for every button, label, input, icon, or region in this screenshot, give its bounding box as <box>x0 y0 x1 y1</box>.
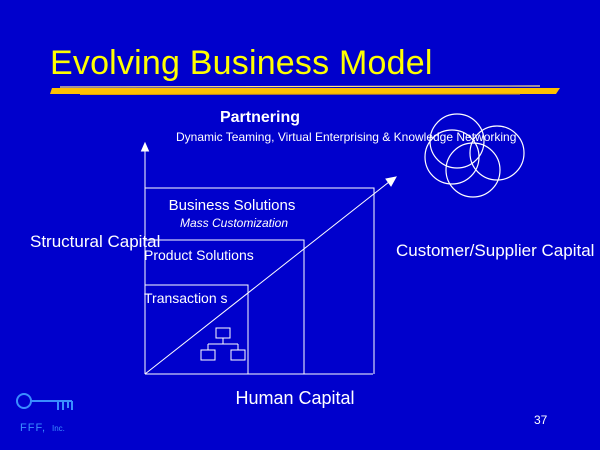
key-logo: FFF, Inc. <box>16 393 73 434</box>
y-axis-arrow <box>140 141 150 152</box>
customer-supplier-capital-label: Customer/Supplier Capital <box>396 241 595 260</box>
diagonal-axis-arrow <box>385 176 397 187</box>
partnering-description: Dynamic Teaming, Virtual Enterprising & … <box>176 130 517 144</box>
venn-circles-icon <box>424 113 525 198</box>
product-solutions-box <box>145 239 305 374</box>
business-solutions-box <box>145 187 375 374</box>
svg-text:FFF,: FFF, <box>20 422 46 434</box>
slide-title: Evolving Business Model <box>50 44 433 82</box>
title-underline <box>50 85 560 95</box>
page-number: 37 <box>534 413 548 427</box>
business-solutions-label: Business Solutions <box>168 197 296 214</box>
org-chart-icon <box>200 327 246 361</box>
product-solutions-label: Product Solutions <box>144 247 254 263</box>
svg-text:Inc.: Inc. <box>52 424 65 433</box>
transactions-label: Transaction s <box>144 290 228 306</box>
mass-customization-label: Mass Customization <box>179 216 289 230</box>
partnering-label: Partnering <box>219 109 300 126</box>
diagonal-axis <box>144 181 390 375</box>
human-capital-label: Human Capital <box>235 388 355 408</box>
transactions-box <box>145 284 249 374</box>
structural-capital-label: Structural Capital <box>30 232 161 251</box>
